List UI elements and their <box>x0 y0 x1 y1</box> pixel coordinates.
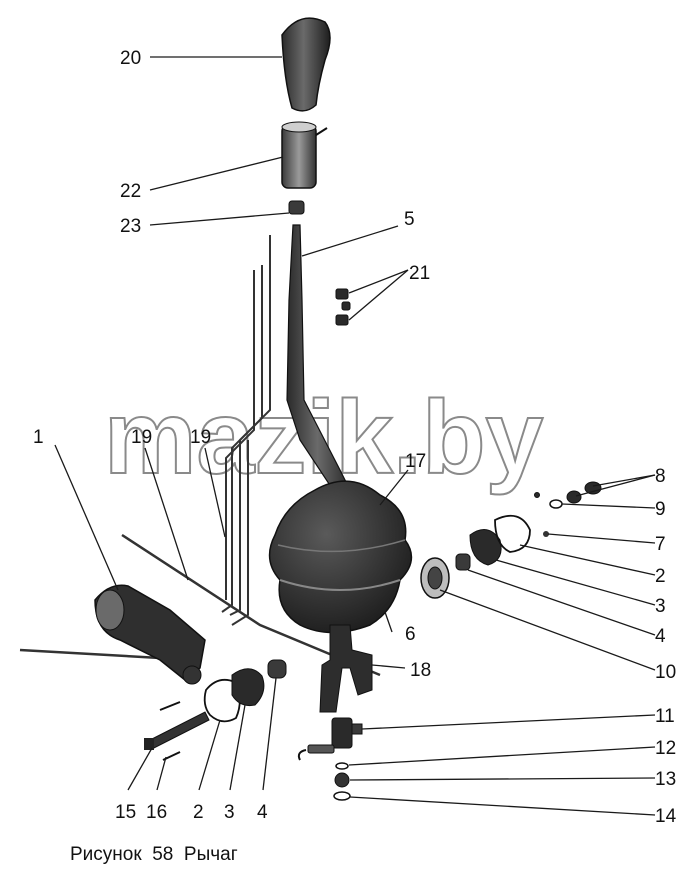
callout-22: 22 <box>120 181 141 202</box>
callout-7: 7 <box>655 534 666 555</box>
callout-17: 17 <box>405 451 426 472</box>
callout-1: 1 <box>33 427 44 448</box>
callout-2-right: 2 <box>655 566 666 587</box>
callout-12: 12 <box>655 738 676 759</box>
bushing-4-right <box>455 553 471 571</box>
leader-lines <box>54 56 656 816</box>
callout-3-right: 3 <box>655 596 666 617</box>
bracket <box>94 584 206 685</box>
ring-14 <box>333 791 351 801</box>
callout-4-bottom: 4 <box>257 802 268 823</box>
callout-15: 15 <box>115 802 136 823</box>
bolt-15 <box>144 711 210 750</box>
callout-19-right: 19 <box>190 427 211 448</box>
grease-nipple-7 <box>543 531 549 537</box>
callout-18: 18 <box>410 660 431 681</box>
callout-11: 11 <box>655 706 675 727</box>
cap-3-bottom <box>231 668 265 706</box>
cap-3-right <box>469 529 502 566</box>
pin-bolt <box>297 717 363 761</box>
figure-caption: Рисунок 58 Рычаг <box>70 844 238 865</box>
callout-19-left: 19 <box>131 427 152 448</box>
callout-2-bottom: 2 <box>193 802 204 823</box>
sleeve <box>281 121 328 189</box>
callout-14: 14 <box>655 806 677 827</box>
gasket-2-bottom <box>203 678 241 723</box>
washer-12 <box>335 762 349 770</box>
callout-23: 23 <box>120 216 141 237</box>
rubber-boot <box>268 480 413 634</box>
nut-13 <box>334 772 350 788</box>
split-pin-16a <box>159 701 181 711</box>
fork <box>319 624 373 713</box>
pins <box>335 288 351 326</box>
bushing <box>288 200 305 215</box>
knob <box>281 17 331 112</box>
callout-20: 20 <box>120 48 141 69</box>
callout-5: 5 <box>404 209 415 230</box>
callout-16: 16 <box>146 802 167 823</box>
callout-3-bottom: 3 <box>224 802 235 823</box>
bearing-10 <box>420 557 450 599</box>
callout-13: 13 <box>655 769 676 790</box>
callout-21: 21 <box>409 263 430 284</box>
callout-6: 6 <box>405 624 416 645</box>
callout-8: 8 <box>655 466 666 487</box>
bushing-4-bottom <box>267 659 287 679</box>
callout-10: 10 <box>655 662 676 683</box>
callout-4-right: 4 <box>655 626 666 647</box>
washer-9 <box>549 499 563 509</box>
callout-9: 9 <box>655 499 666 520</box>
